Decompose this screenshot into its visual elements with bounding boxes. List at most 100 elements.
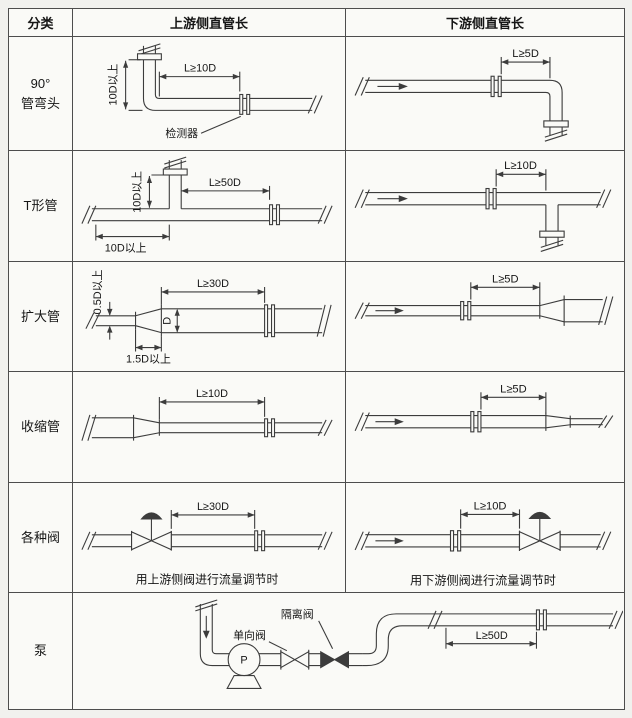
detector-icon: [460, 300, 472, 320]
check-valve-icon: [280, 649, 310, 670]
header-category: 分类: [8, 8, 73, 37]
dim-label: L≥5D: [492, 273, 519, 285]
note-downstream-valve: 用下游侧阀进行流量调节时: [410, 573, 556, 587]
straight-pipe-spec-table: 分类 上游侧直管长 下游侧直管长 90° 管弯头: [8, 8, 625, 710]
cell-pump: P: [72, 592, 625, 710]
dimension-diameter: D: [161, 308, 180, 333]
valve-icon: [131, 512, 172, 551]
diagram-pump: P: [195, 599, 623, 690]
cell-elbow-downstream: L≥5D: [345, 36, 625, 151]
riser-pipe: [362, 610, 623, 667]
cell-tee-upstream: L≥50D 10D以上 10D以上: [72, 150, 346, 262]
dim-label: L≥10D: [474, 500, 507, 512]
pipe-elbow: [136, 43, 323, 114]
header-downstream: 下游侧直管长: [345, 8, 625, 37]
category-valves: 各种阀: [8, 481, 73, 594]
dim-label-vertical: 10D以上: [107, 64, 120, 106]
dimension-horizontal: L≥30D: [170, 501, 256, 529]
flow-arrow-icon: [377, 82, 408, 90]
dimension-horizontal: L≥10D: [495, 160, 547, 191]
dim-label-taper: 1.5D以上: [126, 352, 171, 365]
diagram-reducer-upstream: L≥10D: [81, 388, 333, 441]
dimension-lower: 10D以上: [95, 224, 170, 254]
cell-tee-downstream: L≥10D: [345, 150, 625, 262]
row-expander: 扩大管 L≥30D: [8, 260, 625, 373]
cell-elbow-upstream: L≥10D 10D以上 检测器: [72, 36, 346, 151]
dimension-small-diameter: 0.5D以上: [91, 269, 113, 340]
cell-reducer-upstream: L≥10D: [72, 371, 346, 483]
cell-expander-downstream: L≥5D: [345, 260, 625, 373]
detector-icon: [254, 529, 266, 551]
pipe: [81, 531, 333, 550]
isolation-valve-callout: 隔离阀: [281, 607, 334, 650]
dim-label: L≥10D: [196, 388, 228, 400]
dim-label-vertical: 10D以上: [131, 171, 144, 213]
flow-arrow-icon: [375, 418, 404, 426]
dim-label: L≥30D: [197, 278, 229, 290]
diagram-tee-upstream: L≥50D 10D以上 10D以上: [81, 156, 333, 254]
dim-label: L≥50D: [476, 630, 508, 642]
pipe-expander: [354, 295, 614, 326]
category-elbow: 90° 管弯头: [8, 36, 73, 151]
pipe-elbow: [354, 77, 569, 142]
dimension-vertical: 10D以上: [131, 171, 168, 213]
flow-arrow-icon: [375, 537, 404, 544]
dimension-horizontal: L≥50D: [445, 628, 538, 649]
pipe-reducer: [354, 412, 614, 432]
check-valve-callout: 单向阀: [233, 628, 288, 652]
row-reducer: 收缩管 L≥10D: [8, 371, 625, 483]
detector-icon: [490, 75, 502, 98]
cell-valves-upstream: L≥30D 用上游侧阀进行流量调节时: [72, 481, 346, 594]
category-pump: 泵: [8, 592, 73, 710]
pump-letter: P: [240, 655, 247, 667]
pipe-tee: [354, 189, 612, 252]
dim-label: L≥5D: [500, 383, 527, 395]
dim-label-small-dia: 0.5D以上: [91, 269, 104, 314]
row-valves: 各种阀: [8, 481, 625, 594]
row-elbow: 90° 管弯头 L≥10D: [8, 36, 625, 151]
dimension-horizontal: L≥5D: [480, 383, 547, 414]
dimension-horizontal: L≥50D: [181, 177, 271, 200]
valve-icon: [518, 511, 561, 551]
diagram-reducer-downstream: L≥5D: [354, 383, 614, 433]
pipe-tee: [81, 156, 333, 224]
pipe-expander: [85, 304, 332, 337]
dim-label: L≥10D: [184, 63, 216, 75]
dimension-horizontal: L≥5D: [500, 48, 551, 79]
row-pump: 泵 P: [8, 592, 625, 710]
category-expander: 扩大管: [8, 260, 73, 373]
pipe-reducer: [81, 414, 333, 441]
dimension-horizontal: L≥5D: [470, 273, 541, 304]
flow-arrow-down-icon: [202, 616, 210, 639]
row-tee: T形管: [8, 150, 625, 262]
dimension-taper: 1.5D以上: [126, 329, 171, 365]
check-valve-label: 单向阀: [233, 628, 266, 642]
isolation-valve-icon: [320, 651, 349, 669]
diagram-expander-upstream: L≥30D 0.5D以上 D 1.5D以上: [85, 269, 332, 365]
category-reducer: 收缩管: [8, 371, 73, 483]
detector-icon: [269, 204, 281, 226]
detector-icon: [485, 187, 497, 210]
cell-valves-downstream: L≥10D 用下游侧阀进行流量调节时: [345, 481, 625, 594]
detector-icon: [449, 529, 462, 552]
pump-icon: P: [226, 643, 262, 690]
category-tee: T形管: [8, 150, 73, 262]
detector-icon: [535, 609, 547, 631]
diagram-valves-downstream: L≥10D 用下游侧阀进行流量调节时: [354, 500, 612, 587]
header-row: 分类 上游侧直管长 下游侧直管长: [8, 8, 625, 37]
dim-label-dia: D: [161, 316, 173, 324]
dim-label: L≥30D: [197, 501, 229, 513]
cell-reducer-downstream: L≥5D: [345, 371, 625, 483]
dimension-horizontal: L≥30D: [160, 278, 266, 305]
detector-icon: [239, 93, 251, 115]
diagram-expander-downstream: L≥5D: [354, 273, 614, 326]
dimension-horizontal: L≥10D: [460, 500, 521, 529]
detector-icon: [264, 303, 276, 337]
dimension-horizontal: L≥10D: [158, 388, 266, 420]
detector-icon: [264, 418, 276, 438]
pipe: [354, 531, 612, 550]
isolation-valve-label: 隔离阀: [281, 607, 314, 621]
dim-label: L≥50D: [209, 177, 241, 189]
detector-label: 检测器: [165, 126, 198, 140]
diagram-elbow-downstream: L≥5D: [354, 48, 569, 142]
